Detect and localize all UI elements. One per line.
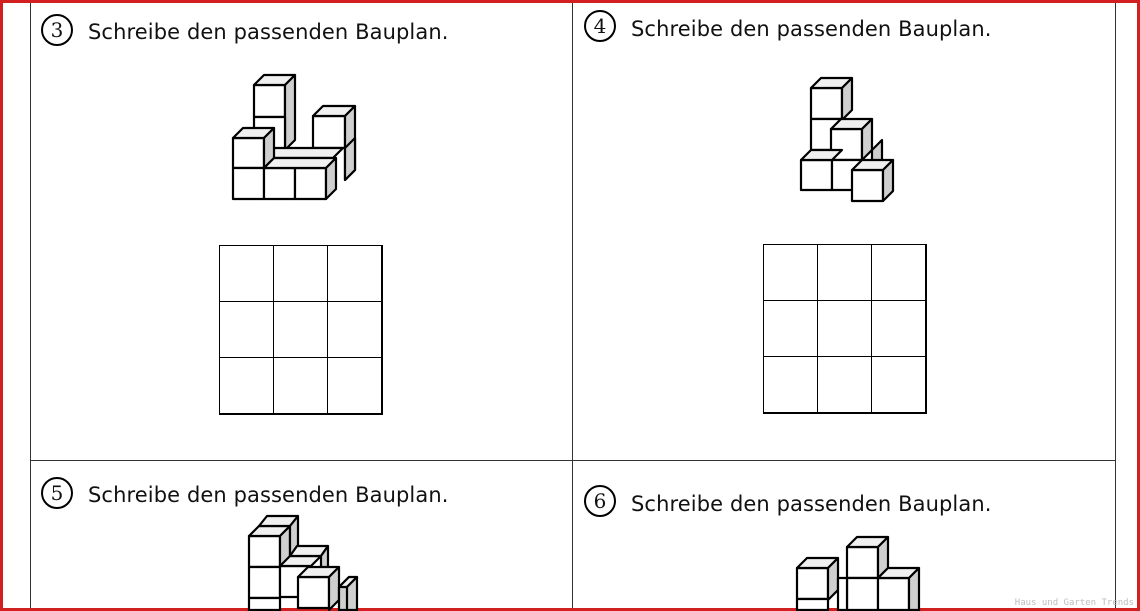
cube-building-illustration — [799, 76, 895, 203]
grid-cell[interactable] — [763, 300, 818, 357]
grid-cell[interactable] — [219, 301, 274, 358]
task-number-badge: 4 — [584, 10, 616, 42]
grid-cell[interactable] — [817, 300, 872, 357]
task-instruction: Schreibe den passenden Bauplan. — [88, 20, 449, 44]
bauplan-grid[interactable] — [219, 245, 383, 415]
grid-cell[interactable] — [817, 244, 872, 301]
grid-cell[interactable] — [327, 301, 382, 358]
grid-cell[interactable] — [273, 301, 328, 358]
cube-building-illustration — [795, 535, 921, 611]
task-number-badge: 6 — [584, 485, 616, 517]
grid-cell[interactable] — [273, 357, 328, 414]
grid-cell[interactable] — [871, 244, 926, 301]
bauplan-grid[interactable] — [763, 244, 927, 414]
grid-cell[interactable] — [763, 356, 818, 413]
task-number-badge: 3 — [41, 14, 73, 46]
grid-cell[interactable] — [219, 245, 274, 302]
task-instruction: Schreibe den passenden Bauplan. — [631, 17, 992, 41]
grid-cell[interactable] — [817, 356, 872, 413]
grid-cell[interactable] — [273, 245, 328, 302]
task-instruction: Schreibe den passenden Bauplan. — [631, 492, 992, 516]
grid-cell[interactable] — [871, 356, 926, 413]
grid-cell[interactable] — [327, 245, 382, 302]
divider-right — [1115, 3, 1116, 608]
grid-cell[interactable] — [763, 244, 818, 301]
divider-left — [30, 3, 31, 608]
divider-center — [572, 3, 573, 608]
cube-building-illustration — [247, 514, 359, 611]
task-instruction: Schreibe den passenden Bauplan. — [88, 483, 449, 507]
divider-middle — [30, 460, 1116, 461]
grid-cell[interactable] — [219, 357, 274, 414]
watermark: Haus und Garten Trends — [1014, 598, 1134, 608]
grid-cell[interactable] — [871, 300, 926, 357]
cube-building-illustration — [231, 73, 357, 201]
task-number-badge: 5 — [41, 477, 73, 509]
grid-cell[interactable] — [327, 357, 382, 414]
